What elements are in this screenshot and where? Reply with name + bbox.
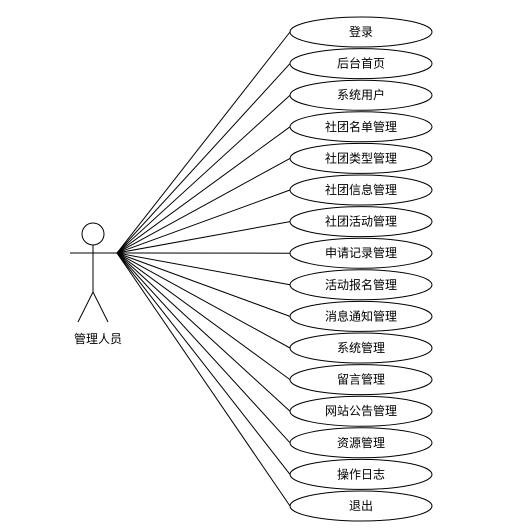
use-case-label: 申请记录管理: [325, 245, 397, 260]
use-case-label: 后台首页: [337, 56, 385, 71]
use-case-ellipse: [289, 142, 433, 174]
use-case-label: 网站公告管理: [325, 403, 397, 418]
use-case-label: 系统用户: [337, 87, 385, 102]
use-case-ellipse: [289, 79, 433, 111]
use-case-label: 社团类型管理: [325, 150, 397, 165]
use-case-label: 操作日志: [337, 466, 385, 481]
use-case: 网站公告管理: [289, 395, 433, 427]
use-case-ellipse: [289, 364, 433, 396]
use-case: 申请记录管理: [289, 237, 433, 269]
association-line: [116, 252, 291, 412]
use-case-ellipse: [289, 111, 433, 143]
use-case: 后台首页: [289, 48, 433, 80]
association-line: [116, 252, 291, 381]
association-line: [116, 157, 291, 254]
association-line: [116, 252, 291, 507]
actor-left-leg: [77, 291, 94, 323]
use-case-label: 资源管理: [337, 435, 385, 450]
use-case: 系统用户: [289, 79, 433, 111]
association-line: [116, 221, 291, 254]
association-line: [116, 252, 291, 286]
use-case-ellipse: [289, 458, 433, 490]
use-case-ellipse: [289, 269, 433, 301]
association-line: [116, 94, 291, 254]
use-case-label: 社团信息管理: [325, 182, 397, 197]
use-case-ellipse: [289, 332, 433, 364]
use-case-label: 消息通知管理: [325, 308, 397, 323]
use-case-label: 退出: [349, 499, 373, 513]
use-case: 社团活动管理: [289, 206, 433, 238]
use-case: 系统管理: [289, 332, 433, 364]
actor-right-leg: [92, 291, 109, 323]
use-case-label: 系统管理: [337, 340, 385, 355]
use-case: 社团类型管理: [289, 142, 433, 174]
association-line: [116, 252, 291, 475]
association-line: [116, 126, 291, 254]
use-case-label: 留言管理: [337, 372, 385, 387]
use-case-ellipse: [289, 395, 433, 427]
actor-stick-figure: 管理人员: [70, 222, 122, 346]
use-case-label: 社团活动管理: [325, 214, 397, 229]
use-case-label: 社团名单管理: [325, 119, 397, 134]
use-case-label: 活动报名管理: [325, 277, 397, 292]
association-line: [116, 252, 291, 349]
use-case-ellipse: [289, 427, 433, 459]
use-case-ellipse: [289, 16, 433, 48]
use-case: 社团名单管理: [289, 111, 433, 143]
use-case-list: 登录后台首页系统用户社团名单管理社团类型管理社团信息管理社团活动管理申请记录管理…: [289, 16, 433, 522]
use-case-ellipse: [289, 174, 433, 206]
use-case: 登录: [289, 16, 433, 48]
use-case: 消息通知管理: [289, 300, 433, 332]
use-case-ellipse: [289, 237, 433, 269]
use-case-ellipse: [289, 490, 433, 522]
actor-head: [81, 222, 105, 246]
use-case: 资源管理: [289, 427, 433, 459]
use-case-ellipse: [289, 300, 433, 332]
association-line: [116, 252, 291, 317]
use-case: 社团信息管理: [289, 174, 433, 206]
use-case-ellipse: [289, 48, 433, 80]
use-case: 留言管理: [289, 364, 433, 396]
association-line: [116, 252, 291, 444]
use-case: 操作日志: [289, 458, 433, 490]
actor-label: 管理人员: [74, 331, 122, 346]
association-lines: [116, 31, 291, 507]
use-case-label: 登录: [349, 24, 373, 39]
use-case-ellipse: [289, 206, 433, 238]
use-case: 活动报名管理: [289, 269, 433, 301]
association-line: [116, 31, 291, 254]
association-line: [116, 63, 291, 254]
use-case: 退出: [289, 490, 433, 522]
association-line: [116, 189, 291, 254]
